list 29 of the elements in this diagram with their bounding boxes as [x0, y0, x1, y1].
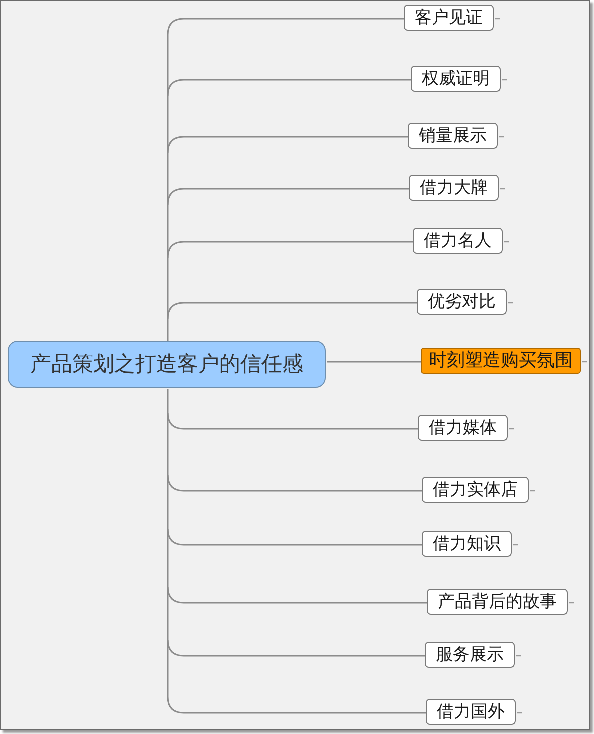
topic-box: 优劣对比 [417, 289, 507, 315]
branch-line [167, 412, 419, 430]
branch-line [167, 302, 418, 320]
topic-box: 借力名人 [413, 228, 503, 254]
central-topic: 产品策划之打造客户的信任感 [8, 341, 326, 388]
branch-line [167, 474, 423, 492]
topic-box: 权威证明 [411, 66, 501, 92]
branch-line [167, 188, 410, 206]
topic-box: 借力大牌 [409, 175, 499, 201]
branch-line [167, 79, 412, 96]
topic-box: 客户见证 [404, 5, 494, 31]
topic-box: 借力国外 [426, 699, 516, 725]
branch-line [167, 18, 405, 36]
branch-line [167, 241, 414, 258]
branch-line [167, 696, 427, 714]
topic-box: 销量展示 [408, 123, 498, 149]
topic-box: 借力知识 [422, 531, 512, 557]
highlighted-topic-box: 时刻塑造购买氛围 [421, 348, 581, 374]
topic-box: 服务展示 [425, 642, 515, 668]
branch-line [167, 586, 428, 604]
trunk-line [167, 389, 169, 697]
topic-box: 产品背后的故事 [427, 589, 568, 615]
trunk-line [167, 35, 169, 342]
branch-line [167, 640, 426, 657]
branch-line [167, 136, 409, 154]
branch-line [327, 361, 422, 363]
branch-line [167, 528, 423, 546]
topic-box: 借力实体店 [422, 477, 529, 503]
topic-box: 借力媒体 [418, 415, 508, 441]
